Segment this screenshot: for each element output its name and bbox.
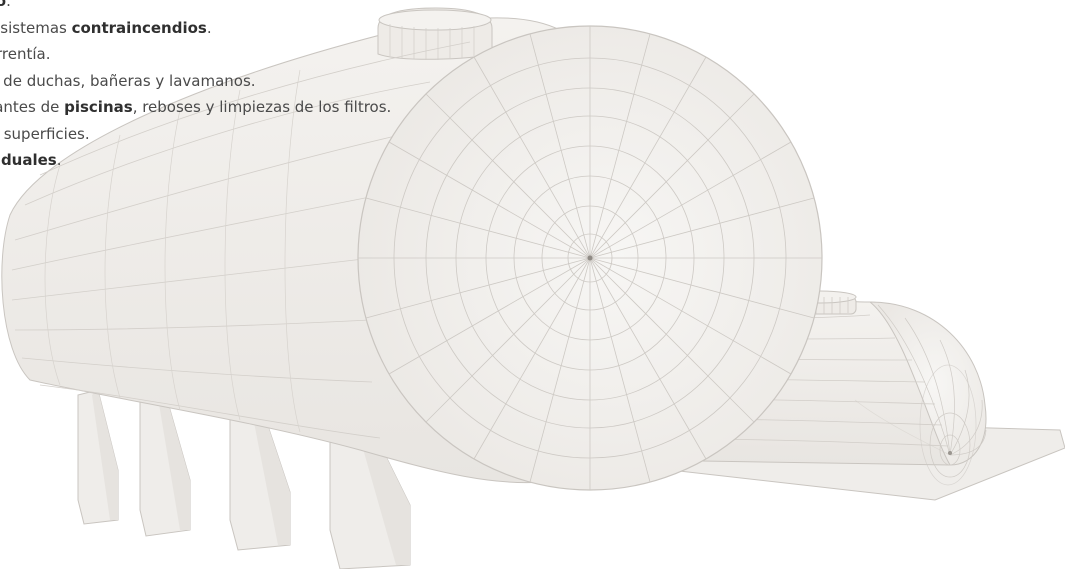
list-item: ua para sistemas contraincendios.	[0, 18, 212, 37]
list-item-highlight: piscinas	[64, 98, 133, 116]
list-item: edentes de duchas, bañeras y lavamanos.	[0, 71, 256, 90]
list-item-highlight: humano	[0, 0, 7, 10]
list-item-highlight: residuales	[0, 151, 57, 169]
list-item: de escorrentía.	[0, 45, 51, 63]
uses-list: humano. ua para sistemas contraincendios…	[0, 0, 391, 174]
end-cap-center	[587, 255, 593, 261]
large-tank	[1, 7, 823, 569]
large-tank-manhole	[377, 7, 493, 60]
list-item: grandes superficies.	[0, 124, 90, 143]
list-item-highlight: contraincendios	[71, 18, 207, 37]
list-item: de sobrantes de piscinas, reboses y limp…	[0, 98, 392, 116]
list-item: uas residuales.	[0, 147, 391, 174]
list-item: humano.	[0, 0, 391, 15]
